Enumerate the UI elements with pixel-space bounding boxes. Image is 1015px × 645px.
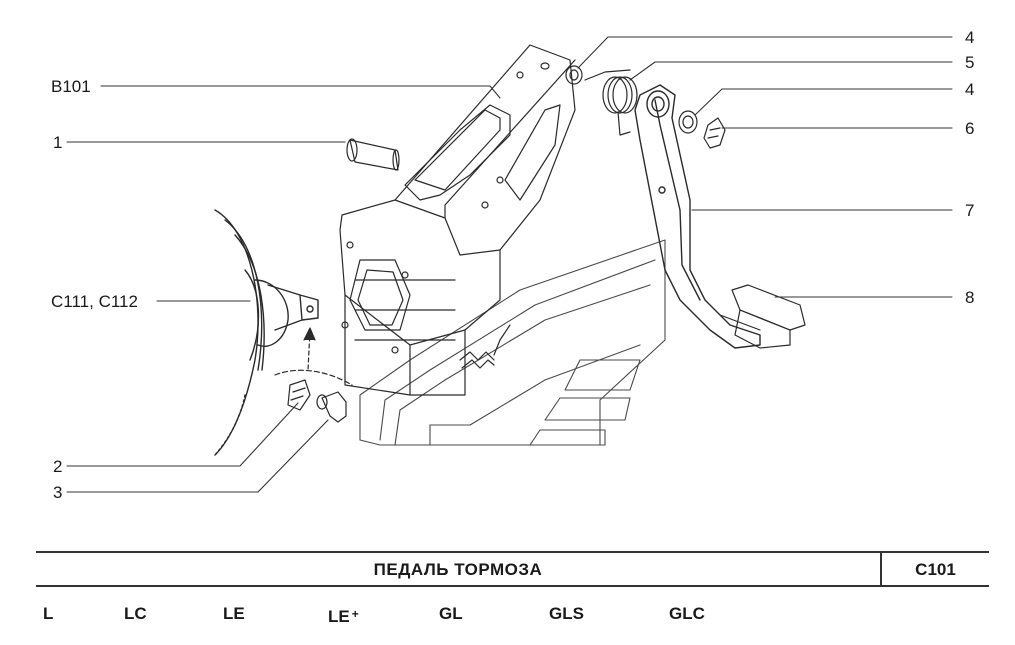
callout-clip: 2 — [53, 457, 63, 476]
variant-le-plus: LE+ — [328, 607, 359, 626]
section-code: С101 — [915, 560, 956, 579]
retaining-clip — [287, 379, 311, 411]
callout-bushing-lower: 4 — [965, 80, 975, 99]
page-title: ПЕДАЛЬ ТОРМОЗА — [373, 560, 543, 579]
leader-lines-left — [66, 85, 501, 493]
callout-pin: 3 — [53, 483, 63, 502]
variant-l: L — [43, 604, 54, 623]
bushing-upper — [565, 65, 583, 85]
callout-spring: 5 — [965, 53, 975, 72]
title-divider — [880, 553, 882, 585]
variant-glc: GLC — [669, 604, 705, 623]
bushing-lower — [678, 110, 698, 134]
variant-gls: GLS — [549, 604, 584, 623]
return-spring — [459, 324, 511, 369]
brake-booster — [214, 209, 319, 456]
title-block: ПЕДАЛЬ ТОРМОЗА С101 — [36, 551, 989, 587]
brake-pedal-exploded-diagram — [66, 36, 953, 493]
variant-gl: GL — [439, 604, 463, 623]
brake-pedal-lever — [634, 84, 761, 349]
arc-dashed-line — [274, 369, 353, 386]
mounting-plate-outline — [359, 239, 666, 446]
pedal-axle-pin — [346, 138, 400, 171]
callout-pedal-pad: 8 — [965, 288, 975, 307]
pedal-pad — [719, 284, 806, 349]
clevis-pin — [316, 391, 347, 423]
variant-lc: LC — [124, 604, 147, 623]
pedal-bracket — [339, 44, 576, 396]
callout-booster-codes: С111, С112 — [51, 292, 138, 311]
callout-axle-pin: 1 — [53, 133, 63, 152]
variant-le: LE — [223, 604, 245, 623]
callout-pedal-lever: 7 — [965, 201, 975, 220]
pedal-clip — [703, 117, 726, 149]
linkage-arrow — [303, 327, 316, 341]
leader-lines-right — [577, 36, 953, 298]
callout-bracket-code: В101 — [51, 77, 91, 96]
torsion-spring — [584, 69, 638, 136]
callout-pedal-clip: 6 — [965, 119, 975, 138]
callout-bushing-upper: 4 — [965, 28, 975, 47]
